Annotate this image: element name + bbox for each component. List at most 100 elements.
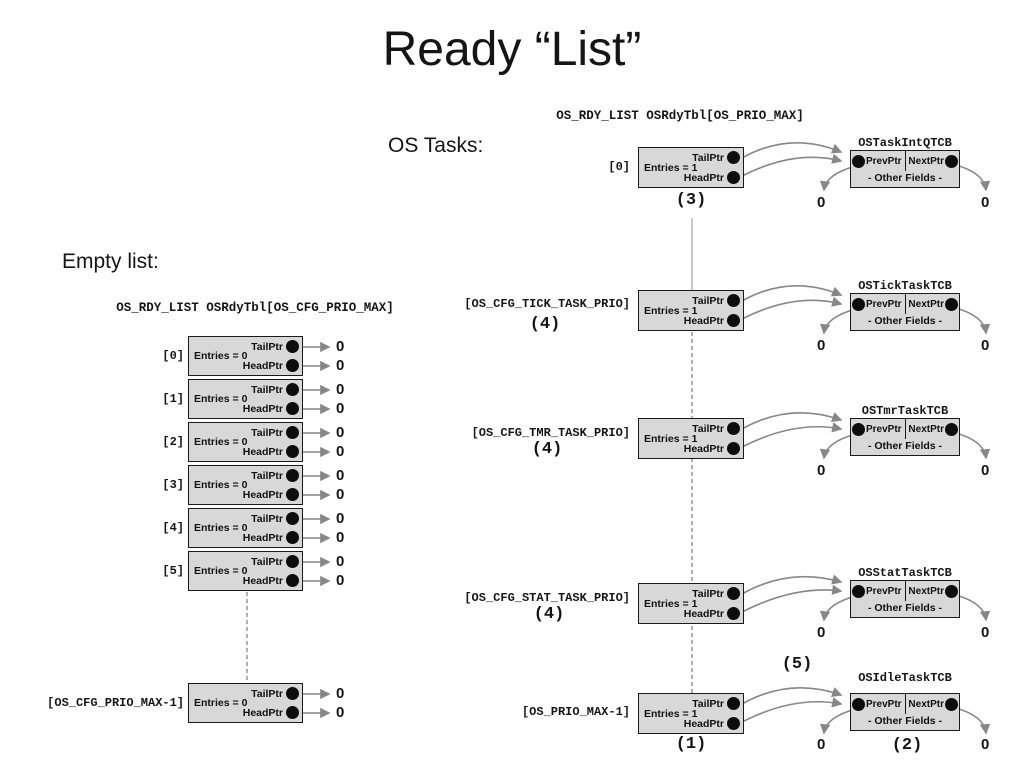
entries-count: Entries = 1 <box>644 161 698 174</box>
headptr-dot-icon <box>286 488 299 501</box>
tailptr-dot-icon <box>286 687 299 700</box>
null-value: 0 <box>981 462 990 479</box>
headptr-label: HeadPtr <box>242 706 283 719</box>
null-value: 0 <box>336 553 345 570</box>
tailptr-dot-icon <box>727 294 740 307</box>
right-index-stat: [OS_CFG_STAT_TASK_PRIO] <box>464 591 630 605</box>
page-title: Ready “List” <box>382 23 642 76</box>
prevptr-label: PrevPtr <box>866 698 902 710</box>
tailptr-dot-icon <box>727 697 740 710</box>
tailptr-dot-icon <box>727 587 740 600</box>
tcb-box: PrevPtr NextPtr - Other Fields - <box>850 293 960 331</box>
headptr-label: HeadPtr <box>683 607 724 620</box>
headptr-dot-icon <box>727 717 740 730</box>
tailptr-dot-icon <box>727 151 740 164</box>
tailptr-dot-icon <box>286 469 299 482</box>
prevptr-dot-icon <box>852 584 865 598</box>
headptr-label: HeadPtr <box>242 574 283 587</box>
entries-count: Entries = 0 <box>194 393 248 405</box>
tcb-box: PrevPtr NextPtr - Other Fields - <box>850 580 960 618</box>
null-value: 0 <box>817 462 826 479</box>
prevptr-dot-icon <box>852 154 865 168</box>
headptr-dot-icon <box>286 531 299 544</box>
headptr-label: HeadPtr <box>683 717 724 730</box>
null-value: 0 <box>981 194 990 211</box>
tailptr-label: TailPtr <box>251 512 283 525</box>
headptr-label: HeadPtr <box>242 445 283 458</box>
callout-3: (3) <box>675 191 707 210</box>
ready-list-entry: Entries = 0 TailPtr HeadPtr <box>188 551 303 591</box>
tailptr-label: TailPtr <box>692 697 724 710</box>
nextptr-dot-icon <box>945 697 958 711</box>
right-index-tick: [OS_CFG_TICK_TASK_PRIO] <box>464 297 630 311</box>
tcb-title: OSIdleTaskTCB <box>858 671 952 685</box>
nextptr-dot-icon <box>945 297 958 311</box>
headptr-dot-icon <box>727 314 740 327</box>
other-fields-label: - Other Fields - <box>867 602 943 614</box>
tailptr-label: TailPtr <box>692 422 724 435</box>
prevptr-dot-icon <box>852 297 865 311</box>
prevptr-label: PrevPtr <box>866 585 902 597</box>
null-value: 0 <box>336 424 345 441</box>
entries-count: Entries = 1 <box>644 597 698 610</box>
entries-count: Entries = 0 <box>194 479 248 491</box>
null-value: 0 <box>336 510 345 527</box>
other-fields-label: - Other Fields - <box>867 715 943 727</box>
prevptr-dot-icon <box>852 697 865 711</box>
prevptr-dot-icon <box>852 422 865 436</box>
left-index-2: [2] <box>162 435 184 449</box>
left-index-4: [4] <box>162 521 184 535</box>
null-value: 0 <box>336 381 345 398</box>
prevptr-label: PrevPtr <box>866 298 902 310</box>
left-index-0: [0] <box>162 349 184 363</box>
entries-count: Entries = 0 <box>194 436 248 448</box>
tcb-title: OSStatTaskTCB <box>858 566 952 580</box>
tailptr-label: TailPtr <box>251 555 283 568</box>
null-value: 0 <box>336 685 345 702</box>
null-value: 0 <box>336 338 345 355</box>
callout-4: (4) <box>529 315 561 334</box>
null-value: 0 <box>981 624 990 641</box>
tailptr-dot-icon <box>286 426 299 439</box>
null-value: 0 <box>336 357 345 374</box>
ready-list-entry: Entries = 0 TailPtr HeadPtr <box>188 508 303 548</box>
left-index-3: [3] <box>162 478 184 492</box>
tcb-box: PrevPtr NextPtr - Other Fields - <box>850 150 960 188</box>
ready-list-entry: Entries = 1 TailPtr HeadPtr <box>638 583 744 624</box>
callout-2: (2) <box>891 736 923 755</box>
entries-count: Entries = 1 <box>644 707 698 720</box>
right-index-tmr: [OS_CFG_TMR_TASK_PRIO] <box>471 426 630 440</box>
tailptr-label: TailPtr <box>251 383 283 396</box>
entries-count: Entries = 0 <box>194 350 248 362</box>
null-value: 0 <box>336 486 345 503</box>
headptr-label: HeadPtr <box>683 171 724 184</box>
callout-1: (1) <box>675 735 707 754</box>
tailptr-label: TailPtr <box>251 340 283 353</box>
entries-count: Entries = 0 <box>194 565 248 577</box>
other-fields-label: - Other Fields - <box>867 440 943 452</box>
nextptr-dot-icon <box>945 584 958 598</box>
headptr-dot-icon <box>727 171 740 184</box>
tailptr-label: TailPtr <box>251 426 283 439</box>
left-index-1: [1] <box>162 392 184 406</box>
tailptr-label: TailPtr <box>692 151 724 164</box>
ready-list-entry: Entries = 0 TailPtr HeadPtr <box>188 336 303 376</box>
os-tasks-label: OS Tasks: <box>388 134 484 157</box>
nextptr-dot-icon <box>945 422 958 436</box>
headptr-label: HeadPtr <box>683 442 724 455</box>
null-value: 0 <box>817 736 826 753</box>
null-value: 0 <box>336 704 345 721</box>
tcb-title: OSTaskIntQTCB <box>858 136 952 150</box>
tcb-box: PrevPtr NextPtr - Other Fields - <box>850 418 960 456</box>
headptr-dot-icon <box>286 402 299 415</box>
right-index-0: [0] <box>608 160 630 174</box>
callout-4: (4) <box>533 605 565 624</box>
tailptr-label: TailPtr <box>251 469 283 482</box>
right-array-header: OS_RDY_LIST OSRdyTbl[OS_PRIO_MAX] <box>556 109 804 123</box>
ready-list-entry: Entries = 0 TailPtr HeadPtr <box>188 379 303 419</box>
right-index-idle: [OS_PRIO_MAX-1] <box>521 705 630 719</box>
left-array-header: OS_RDY_LIST OSRdyTbl[OS_CFG_PRIO_MAX] <box>116 301 394 315</box>
headptr-dot-icon <box>286 359 299 372</box>
